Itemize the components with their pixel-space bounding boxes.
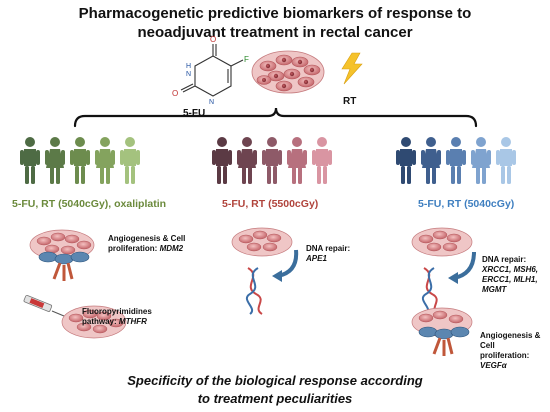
arm-3-note-2: Angiogenesis & Cell proliferation: VEGFα — [480, 331, 546, 371]
person-icon — [287, 137, 307, 184]
drug-label-rt: RT — [343, 96, 357, 107]
diagram-footer: Specificity of the biological response a… — [0, 372, 550, 408]
syringe-icon — [23, 295, 65, 317]
note-prefix: DNA repair: — [306, 244, 351, 253]
person-icon — [496, 137, 516, 184]
person-icon — [20, 137, 40, 184]
note-genes: MTHFR — [118, 317, 147, 326]
note-prefix: Fluoropyrimidines pathway: — [82, 307, 152, 326]
person-icon — [212, 137, 232, 184]
footer-line-1: Specificity of the biological response a… — [127, 373, 423, 388]
note-prefix: Angiogenesis & Cell proliferation: — [480, 331, 541, 360]
person-icon — [45, 137, 65, 184]
arm-3-note-1: DNA repair: XRCC1, MSH6, ERCC1, MLH1, MG… — [482, 255, 546, 295]
drug-label-5fu: 5-FU — [183, 108, 206, 119]
arrow-head — [272, 270, 282, 282]
tumor-cell-cluster-icon — [251, 50, 325, 94]
note-genes: APE1 — [306, 254, 327, 263]
person-icon — [396, 137, 416, 184]
svg-text:N: N — [209, 99, 214, 106]
person-icon — [262, 137, 282, 184]
person-icon — [421, 137, 441, 184]
patient-group-3-icon — [396, 137, 516, 184]
cell-cluster-icon — [231, 227, 293, 257]
dna-helix-icon — [421, 267, 439, 315]
note-prefix: Angiogenesis & Cell proliferation: — [108, 234, 186, 253]
arm-2-title: 5-FU, RT (5500cGy) — [222, 198, 319, 210]
note-prefix: DNA repair: — [482, 255, 527, 264]
arm-2-note-1: DNA repair: APE1 — [306, 244, 358, 264]
treatment-bracket — [73, 107, 478, 128]
svg-text:H: H — [186, 63, 191, 70]
note-genes: XRCC1, MSH6, ERCC1, MLH1, MGMT — [482, 265, 539, 294]
svg-text:O: O — [210, 35, 216, 44]
person-icon — [70, 137, 90, 184]
arm-1-note-2: Fluoropyrimidines pathway: MTHFR — [82, 307, 152, 327]
footer-line-2: to treatment peculiarities — [197, 391, 353, 406]
note-genes: MDM2 — [159, 244, 184, 253]
cell-cluster-vessel-icon — [411, 307, 473, 356]
radiation-lightning-icon — [341, 52, 363, 85]
arm-1-note-1: Angiogenesis & Cell proliferation: MDM2 — [108, 234, 214, 254]
svg-text:F: F — [244, 55, 249, 64]
diagram-title: Pharmacogenetic predictive biomarkers of… — [0, 4, 550, 42]
title-line-1: Pharmacogenetic predictive biomarkers of… — [78, 5, 472, 22]
person-icon — [471, 137, 491, 184]
patient-group-2-icon — [212, 137, 332, 184]
title-line-2: neoadjuvant treatment in rectal cancer — [137, 24, 413, 41]
person-icon — [95, 137, 115, 184]
arm-3-title: 5-FU, RT (5040cGy) — [418, 198, 515, 210]
dna-helix-icon — [245, 267, 263, 315]
arm-1-title: 5-FU, RT (5040cGy), oxaliplatin — [12, 198, 167, 210]
five-fu-molecule-icon: O F O H N N — [172, 35, 249, 106]
person-icon — [312, 137, 332, 184]
person-icon — [120, 137, 140, 184]
cell-cluster-vessel-icon — [29, 229, 95, 281]
arrow-head — [448, 272, 458, 284]
svg-text:O: O — [172, 89, 178, 98]
cell-cluster-icon — [61, 305, 127, 339]
note-genes: VEGFα — [480, 361, 507, 370]
patient-group-1-icon — [20, 137, 140, 184]
svg-text:N: N — [186, 71, 191, 78]
person-icon — [446, 137, 466, 184]
cell-cluster-icon — [411, 227, 473, 257]
person-icon — [237, 137, 257, 184]
